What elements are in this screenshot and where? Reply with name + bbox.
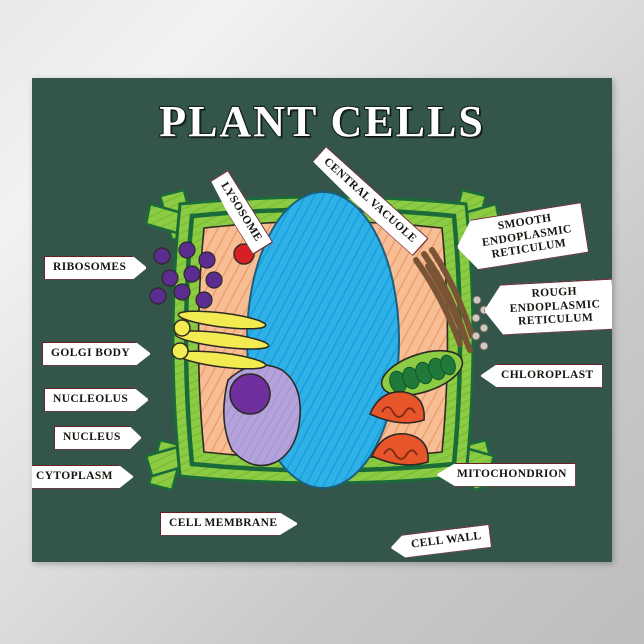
label-cytoplasm[interactable]: CYTOPLASM [32, 465, 134, 489]
nucleolus [229, 373, 271, 415]
ribosomes [149, 241, 223, 309]
poster: PLANT CELLS [32, 78, 612, 562]
label-nucleolus[interactable]: NUCLEOLUS [44, 388, 150, 412]
label-ribosomes[interactable]: RIBOSOMES [44, 256, 148, 280]
label-golgi-body[interactable]: GOLGI BODY [42, 342, 152, 366]
label-rough-endoplasmic-reticulum[interactable]: ROUGH ENDOPLASMIC RETICULUM [483, 279, 612, 336]
mitochondrion-upper [368, 391, 425, 424]
endoplasmic-reticulum [413, 247, 475, 353]
plant-cell-diagram [144, 188, 502, 492]
chloroplast [380, 349, 464, 397]
mitochondrion-lower [370, 433, 429, 466]
label-chloroplast[interactable]: CHLOROPLAST [480, 364, 603, 388]
label-rough-er-line1: ROUGH [531, 285, 578, 300]
label-cell-membrane[interactable]: CELL MEMBRANE [160, 512, 299, 536]
golgi-body [171, 310, 270, 370]
label-mitochondrion[interactable]: MITOCHONDRION [436, 463, 576, 487]
label-rough-er-line3: RETICULUM [517, 311, 594, 328]
page-title: PLANT CELLS [158, 96, 485, 147]
label-nucleus[interactable]: NUCLEUS [54, 426, 142, 450]
